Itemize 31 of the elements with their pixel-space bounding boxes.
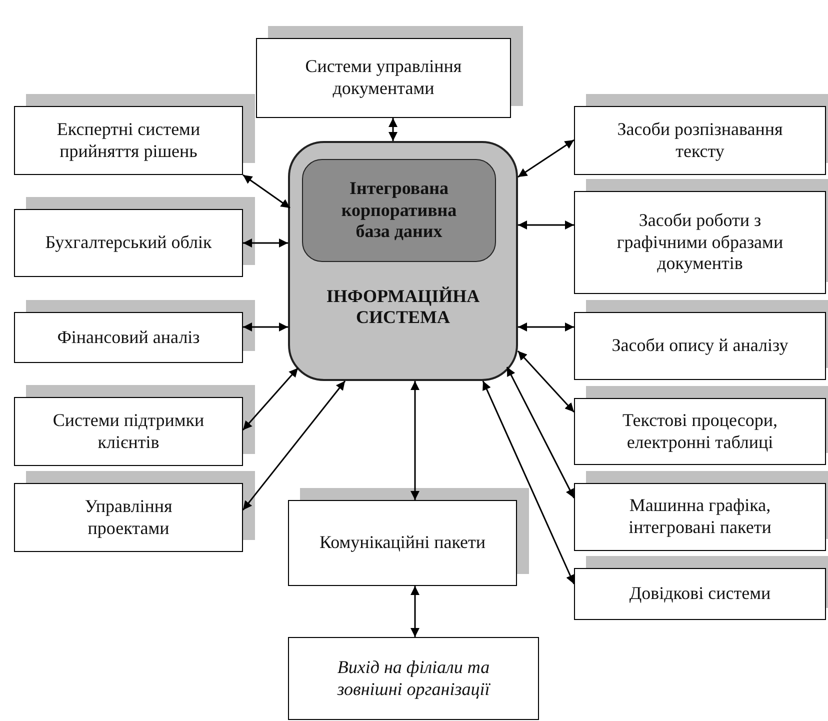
process-box: Засоби роботи з графічними образами документів: [574, 191, 826, 294]
block-title: ІНФОРМАЦІЙНА СИСТЕМА: [325, 286, 481, 329]
process-box: Експертні системи прийняття рішень: [14, 106, 243, 175]
process-box: Довідкові системи: [574, 568, 826, 620]
process-box: Системи підтримки клієнтів: [14, 397, 243, 466]
arrow: [506, 366, 575, 498]
process-box: Системи управління документами: [256, 38, 511, 118]
process-box: Управління проектами: [14, 483, 243, 552]
process-box: Текстові процесори, електронні таблиці: [574, 398, 826, 465]
process-box: Фінансовий аналіз: [14, 312, 243, 363]
arrow: [242, 174, 290, 209]
process-box: Бухгалтерський облік: [14, 209, 243, 277]
process-box: Засоби розпізнавання тексту: [574, 106, 826, 175]
process-box: Машинна графіка, інтегровані пакети: [574, 483, 826, 551]
process-box: Вихід на філіали та зовнішні організації: [288, 637, 539, 720]
arrow: [242, 380, 346, 510]
process-box: Засоби опису й аналізу: [574, 312, 826, 380]
arrow: [517, 350, 575, 412]
arrow: [242, 368, 299, 430]
arrow: [410, 586, 420, 637]
arrow: [518, 322, 574, 332]
arrow: [243, 238, 288, 248]
arrow: [410, 381, 420, 500]
database-block: Інтегрована корпоративна база даних: [302, 159, 496, 262]
arrow: [518, 220, 574, 230]
arrow: [388, 118, 398, 141]
arrow: [518, 139, 574, 178]
system-block: [288, 141, 518, 381]
process-box: Комунікаційні пакети: [288, 500, 517, 586]
arrow: [482, 380, 575, 584]
arrow: [243, 322, 288, 332]
